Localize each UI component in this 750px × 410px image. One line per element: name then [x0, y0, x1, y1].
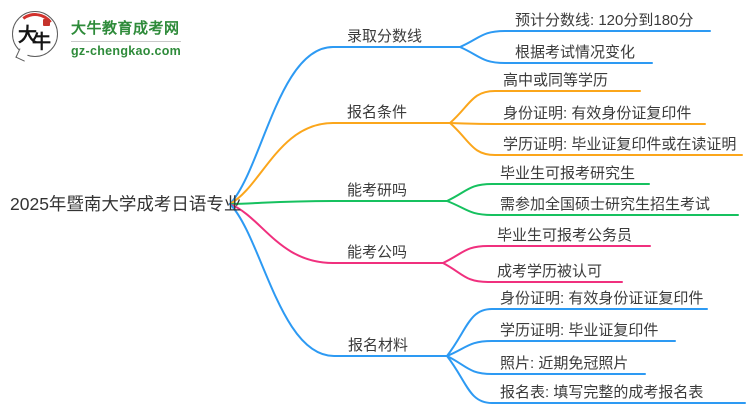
- red-seal-stamp-icon: [43, 19, 50, 26]
- connector-line: [442, 262, 623, 283]
- logo-character-1: 大: [18, 24, 38, 46]
- site-logo: 大 牛 大牛教育成考网 gz-chengkao.com: [10, 9, 182, 63]
- logo-text-block: 大牛教育成考网 gz-chengkao.com: [71, 17, 182, 58]
- child-node-label: 身份证明: 有效身份证证复印件: [500, 290, 704, 307]
- connector-line: [442, 245, 651, 264]
- connector-line: [229, 203, 448, 357]
- logo-character-2: 牛: [32, 31, 52, 53]
- connector-line: [229, 122, 451, 205]
- child-node-label: 根据考试情况变化: [515, 44, 636, 61]
- site-url: gz-chengkao.com: [71, 43, 182, 58]
- child-node-label: 报名表: 填写完整的成考报名表: [500, 384, 704, 401]
- connector-line: [449, 90, 641, 124]
- branch-label: 能考研吗: [347, 182, 408, 199]
- connector-line: [229, 46, 461, 205]
- child-node-label: 照片: 近期免冠照片: [500, 355, 629, 372]
- connector-line: [446, 340, 676, 357]
- connector-line: [446, 355, 646, 375]
- child-node-label: 需参加全国硕士研究生招生考试: [500, 196, 711, 213]
- site-name: 大牛教育成考网: [71, 17, 182, 42]
- daniu-bubble-logo-icon: 大 牛: [10, 9, 62, 63]
- child-node-label: 学历证明: 毕业证复印件或在读证明: [503, 136, 737, 153]
- root-topic: 2025年暨南大学成考日语专业: [10, 194, 242, 214]
- connector-line: [449, 122, 706, 125]
- branch-label: 报名材料: [348, 337, 409, 354]
- child-node-label: 毕业生可报考公务员: [497, 227, 633, 244]
- child-node-label: 身份证明: 有效身份证复印件: [503, 105, 692, 122]
- branch-label: 录取分数线: [347, 28, 423, 45]
- connector-line: [459, 46, 653, 64]
- child-node-label: 高中或同等学历: [503, 72, 609, 89]
- branch-label: 报名条件: [347, 104, 408, 121]
- connector-line: [449, 122, 743, 156]
- child-node-label: 毕业生可报考研究生: [500, 165, 636, 182]
- connector-line: [446, 308, 708, 357]
- connector-line: [446, 355, 746, 404]
- child-node-label: 学历证明: 毕业证复印件: [500, 322, 659, 339]
- connector-line: [229, 203, 444, 264]
- connector-line: [446, 183, 650, 202]
- connector-line: [229, 200, 448, 205]
- child-node-label: 成考学历被认可: [497, 263, 603, 280]
- branch-label: 能考公吗: [347, 244, 408, 261]
- connector-line: [459, 30, 711, 48]
- connector-line: [446, 200, 739, 216]
- child-node-label: 预计分数线: 120分到180分: [515, 12, 694, 29]
